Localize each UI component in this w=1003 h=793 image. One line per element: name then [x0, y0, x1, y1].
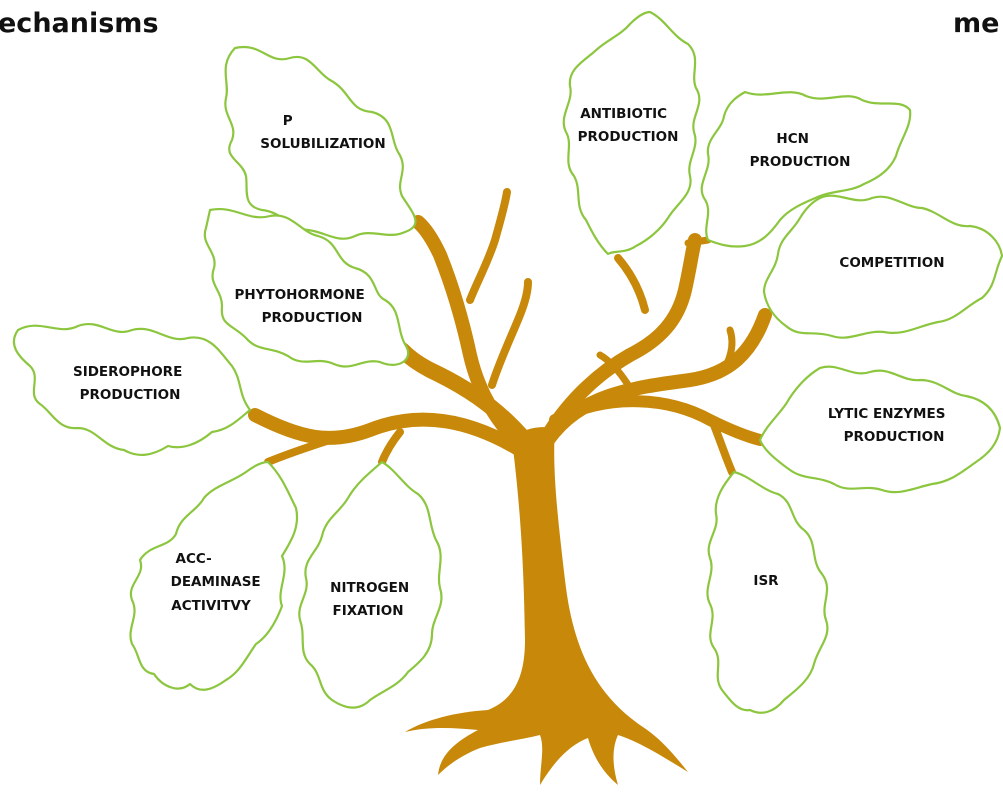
leaf-label-line-2: PRODUCTION	[844, 429, 945, 445]
leaf-label-line-2: SOLUBILIZATION	[260, 136, 385, 152]
leaf-label-line-2: FIXATION	[332, 603, 403, 619]
leaf-outline	[298, 460, 443, 709]
leaf-p-solubilization: P SOLUBILIZATION	[224, 45, 417, 240]
leaf-label: HCN PRODUCTION	[750, 131, 851, 170]
leaf-label-line-1: HCN	[776, 131, 809, 147]
branch-lower-left-twig	[264, 436, 334, 466]
leaf-outline	[758, 365, 1002, 494]
leaf-siderophore: SIDEROPHORE PRODUCTION	[12, 323, 252, 456]
leaf-outline	[706, 470, 829, 714]
leaf-nitrogen-fixation: NITROGEN FIXATION	[298, 460, 443, 709]
leaf-hcn: HCN PRODUCTION	[700, 90, 912, 248]
heading-left-fragment: echanisms	[0, 8, 159, 39]
leaf-label-line-2: DEAMINASE	[171, 574, 261, 590]
heading-right-fragment: me	[953, 8, 1000, 39]
leaf-label-line-1: NITROGEN	[330, 580, 409, 596]
leaf-label-line-1: ANTIBIOTIC	[580, 106, 667, 122]
branch-upper-right	[538, 233, 702, 447]
leaf-label-line-2: PRODUCTION	[578, 129, 679, 145]
leaf-lytic-enzymes: LYTIC ENZYMES PRODUCTION	[758, 365, 1002, 494]
leaf-outline	[224, 45, 417, 240]
branch-left	[394, 342, 533, 448]
tree-trunk	[405, 427, 688, 785]
leaf-outline	[129, 460, 299, 691]
branch-right-twig	[716, 326, 736, 379]
tree-trunk-and-branches	[248, 188, 772, 785]
branch-right-twig2	[596, 351, 634, 392]
branch-lower-right-twig	[708, 416, 736, 476]
leaf-label: ISR	[753, 573, 779, 589]
leaf-competition: COMPETITION	[762, 194, 1003, 339]
leaf-isr: ISR	[706, 470, 829, 714]
leaf-outline	[562, 10, 701, 256]
leaf-label-line-2: PRODUCTION	[80, 387, 181, 403]
leaf-label-line-1: COMPETITION	[839, 255, 944, 271]
leaf-label: LYTIC ENZYMES PRODUCTION	[828, 406, 950, 445]
branch-lower-left	[248, 408, 527, 457]
branch-upper-left-twig2	[488, 278, 532, 389]
branch-upper-right-twig	[614, 254, 649, 314]
leaf-label: NITROGEN FIXATION	[330, 580, 414, 619]
leaf-label: SIDEROPHORE PRODUCTION	[73, 364, 187, 403]
leaf-label-line-1: ACC-	[176, 551, 212, 567]
leaf-antibiotic: ANTIBIOTIC PRODUCTION	[562, 10, 701, 256]
leaf-outline	[700, 90, 912, 248]
leaf-outline	[203, 207, 410, 368]
leaf-label-line-2: PRODUCTION	[750, 154, 851, 170]
leaf-phytohormone: PHYTOHORMONE PRODUCTION	[203, 207, 410, 368]
leaf-outline	[12, 323, 252, 456]
leaf-label-line-1: P	[283, 113, 293, 129]
branch-upper-right-stub	[684, 236, 712, 247]
leaf-label: ACC- DEAMINASE ACTIVITVY	[171, 551, 266, 614]
leaf-label-line-3: ACTIVITVY	[171, 598, 251, 614]
leaf-label-line-1: PHYTOHORMONE	[235, 287, 365, 303]
leaf-label: COMPETITION	[839, 255, 944, 271]
branch-lower-left-twig2	[378, 428, 404, 466]
leaf-label-line-2: PRODUCTION	[262, 310, 363, 326]
leaf-label-line-1: SIDEROPHORE	[73, 364, 182, 380]
leaf-label: ANTIBIOTIC PRODUCTION	[578, 106, 679, 145]
leaf-label: P SOLUBILIZATION	[260, 113, 385, 152]
leaf-acc-deaminase: ACC- DEAMINASE ACTIVITVY	[129, 460, 299, 691]
branch-lower-right	[549, 395, 766, 446]
branch-upper-left-twig	[466, 188, 511, 304]
leaf-label: PHYTOHORMONE PRODUCTION	[235, 287, 370, 326]
leaf-label-line-1: ISR	[753, 573, 779, 589]
leaf-label-line-1: LYTIC ENZYMES	[828, 406, 946, 422]
leaf-outline	[762, 194, 1003, 339]
